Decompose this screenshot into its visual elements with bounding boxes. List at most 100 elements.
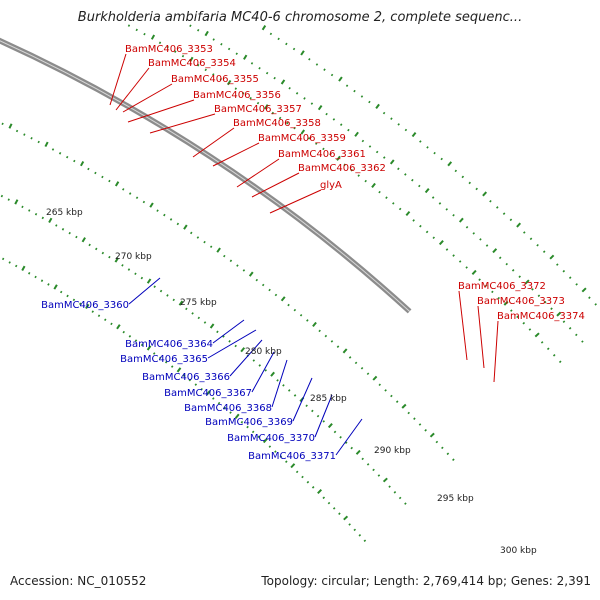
tick-mark: [134, 339, 138, 342]
tick-mark: [588, 296, 591, 299]
tick-mark: [101, 175, 104, 179]
tick-mark: [243, 54, 248, 60]
tick-mark: [189, 24, 192, 28]
tick-mark: [361, 457, 364, 461]
tick-mark: [366, 463, 370, 466]
tick-mark: [190, 231, 193, 235]
tick-mark: [15, 129, 19, 133]
tick-mark: [496, 206, 499, 209]
tick-mark: [418, 423, 422, 426]
leader-line: [292, 377, 313, 422]
scale-label: 275 kbp: [180, 298, 217, 308]
leader-line: [109, 53, 127, 106]
tick-mark: [332, 507, 336, 510]
tick-mark: [189, 56, 194, 63]
tick-mark: [255, 278, 259, 282]
tick-mark: [242, 269, 246, 272]
tick-mark: [338, 512, 341, 515]
leader-line: [251, 172, 300, 198]
tick-mark: [546, 347, 550, 351]
tick-mark: [227, 47, 231, 51]
reverse-gene-label: BamMC406_3370: [227, 433, 315, 444]
reverse-gene-label: BamMC406_3360: [41, 300, 129, 311]
tick-mark: [431, 196, 435, 199]
tick-mark: [174, 50, 177, 53]
tick-mark: [235, 52, 238, 55]
leader-line: [127, 99, 195, 123]
tick-mark: [197, 316, 201, 320]
leader-line: [314, 394, 333, 438]
tick-mark: [329, 152, 332, 156]
tick-mark: [348, 523, 351, 526]
tick-mark: [543, 300, 547, 304]
tick-mark: [452, 213, 455, 217]
tick-mark: [197, 63, 200, 67]
tick-mark: [116, 324, 121, 330]
tick-mark: [308, 58, 311, 61]
tick-mark: [330, 73, 334, 77]
tick-mark: [299, 314, 303, 317]
tick-mark: [361, 139, 365, 143]
tick-mark: [251, 430, 255, 434]
tick-mark: [110, 322, 113, 326]
tick-mark: [317, 105, 323, 111]
tick-mark: [287, 389, 291, 392]
tick-mark: [385, 196, 388, 200]
tick-mark: [364, 179, 367, 183]
tick-mark: [236, 264, 239, 267]
tick-mark: [229, 411, 232, 414]
tick-mark: [44, 141, 49, 148]
tick-mark: [581, 340, 584, 343]
tick-mark: [537, 294, 541, 298]
tick-mark: [41, 216, 44, 220]
tick-mark: [143, 32, 146, 36]
tick-mark: [465, 225, 469, 229]
leader-line: [207, 329, 257, 359]
tick-mark: [101, 251, 105, 255]
tick-mark: [478, 278, 481, 281]
topology-text: Topology: circular; Length: 2,769,414 bp…: [261, 574, 591, 588]
tick-mark: [550, 307, 553, 310]
forward-gene-label: BamMC406_3354: [148, 58, 236, 69]
tick-mark: [91, 310, 94, 313]
tick-mark: [372, 375, 378, 381]
leader-line: [115, 67, 150, 111]
tick-mark: [310, 102, 314, 105]
tick-mark: [300, 50, 305, 56]
tick-mark: [360, 95, 364, 98]
tick-mark: [216, 247, 221, 253]
tick-mark: [87, 167, 90, 171]
tick-mark: [325, 112, 328, 116]
tick-mark: [150, 34, 156, 40]
tick-mark: [529, 237, 533, 241]
tick-mark: [398, 207, 402, 211]
tick-mark: [295, 470, 299, 474]
forward-gene-label: BamMC406_3357: [214, 104, 302, 115]
tick-mark: [250, 62, 254, 65]
tick-mark: [454, 169, 458, 173]
tick-mark: [412, 219, 415, 222]
tick-mark: [53, 284, 58, 290]
tick-mark: [492, 248, 498, 254]
tick-mark: [348, 356, 352, 359]
tick-mark: [498, 256, 502, 260]
tick-mark: [575, 283, 578, 286]
tick-mark: [404, 502, 407, 505]
leader-line: [128, 277, 161, 305]
tick-mark: [336, 345, 340, 348]
tick-mark: [516, 315, 519, 319]
tick-mark: [80, 161, 85, 167]
reverse-gene-label: BamMC406_3364: [125, 339, 213, 350]
tick-mark: [182, 374, 186, 377]
reverse-gene-label: BamMC406_3371: [248, 451, 336, 462]
tick-mark: [350, 446, 353, 450]
tick-mark: [397, 167, 400, 171]
forward-gene-label: BamMC406_3358: [233, 118, 321, 129]
tick-mark: [339, 436, 342, 439]
leader-line: [149, 113, 216, 134]
tick-mark: [522, 321, 526, 325]
tick-mark: [274, 450, 277, 453]
tick-mark: [34, 275, 37, 279]
tick-mark: [164, 360, 168, 364]
tick-mark: [163, 213, 166, 217]
